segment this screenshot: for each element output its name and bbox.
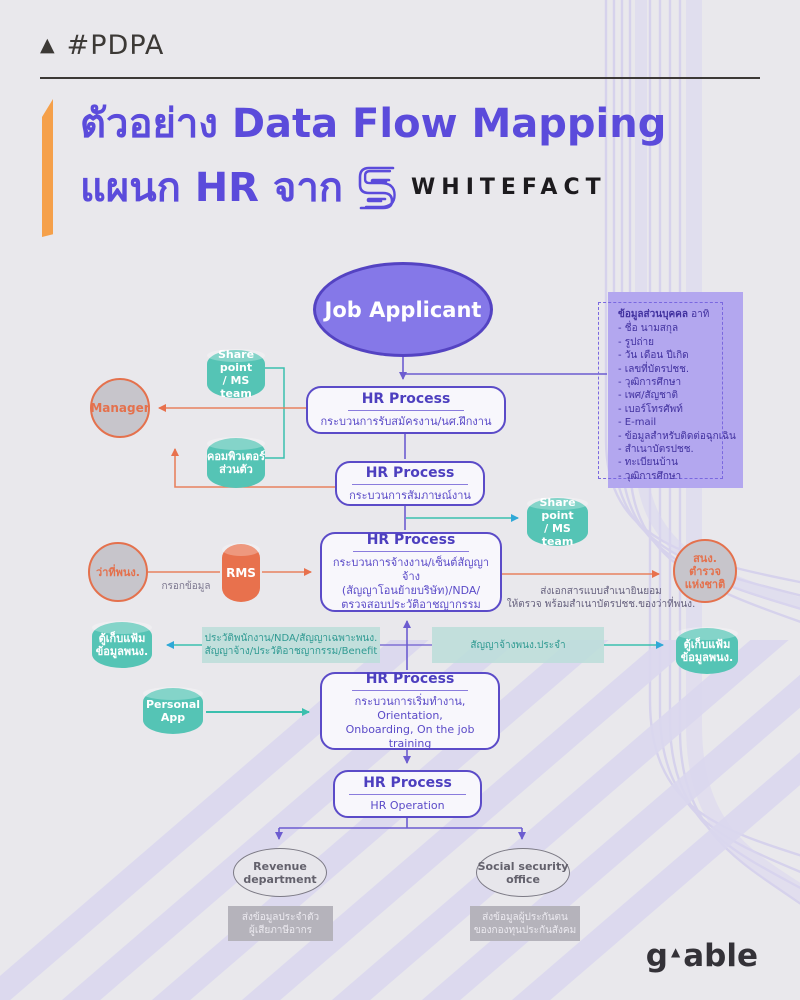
gable-logo-g: g	[645, 938, 668, 974]
label-permanent-contract: สัญญาจ้างพนง.ประจำ	[432, 627, 604, 663]
personal-data-item: - เลขที่บัตรปชช.	[618, 363, 690, 375]
page-title-line2-text: แผนก HR จาก	[80, 165, 344, 211]
label-fill-data: กรอกข้อมูล	[161, 581, 211, 592]
actor-manager: Manager	[90, 378, 150, 438]
node-social-security-office: Social security office	[476, 848, 570, 897]
hr-process-5-desc: HR Operation	[370, 799, 445, 812]
store-sharepoint-1: Share point / MS team	[207, 348, 265, 400]
gable-logo-triangle-icon: ▲	[671, 945, 681, 959]
node-hr-process-5: HR Process HR Operation	[333, 770, 482, 818]
node-job-applicant: Job Applicant	[313, 262, 493, 357]
node-hr-process-3: HR Process กระบวนการจ้างงาน/เซ็นต์สัญญาจ…	[320, 532, 502, 612]
hr-process-4-desc: กระบวนการเริ่มทำงาน, Orientation, Onboar…	[345, 695, 475, 750]
page-title-line2: แผนก HR จาก WHITEFACT	[80, 156, 666, 220]
personal-data-item: - วุฒิการศึกษา	[618, 377, 682, 389]
personal-data-panel	[608, 292, 743, 488]
personal-data-list: ข้อมูลส่วนบุคคล อาทิ - ชื่อ นามสกุล - รู…	[618, 308, 740, 483]
hr-process-4-title: HR Process	[351, 671, 469, 691]
personal-data-item: - ทะเบียนบ้าน	[618, 457, 679, 469]
page-title-line1: ตัวอย่าง Data Flow Mapping	[80, 101, 667, 147]
personal-data-item: - เพศ/สัญชาติ	[618, 390, 679, 402]
node-hr-process-2: HR Process กระบวนการสัมภาษณ์งาน	[335, 461, 485, 506]
header-divider	[40, 77, 760, 79]
personal-data-item: - ข้อมูลสำหรับติดต่อฉุกเฉิน	[618, 430, 736, 442]
hr-process-3-desc: กระบวนการจ้างงาน/เซ็นต์สัญญาจ้าง (สัญญาโ…	[332, 556, 490, 611]
job-applicant-label: Job Applicant	[324, 297, 482, 322]
personal-data-item: - สำเนาบัตรปชช.	[618, 444, 694, 456]
store-sharepoint-2: Share point / MS team	[527, 496, 588, 548]
label-police-documents-note: ส่งเอกสารแบบสำเนายินยอม ให้ตรวจ พร้อมสำเ…	[506, 586, 696, 610]
actor-national-police: สนง. ตำรวจ แห่งชาติ	[673, 539, 737, 603]
node-revenue-department: Revenue department	[233, 848, 327, 897]
node-hr-process-1: HR Process กระบวนการรับสมัครงาน/นศ.ฝึกงา…	[306, 386, 506, 434]
personal-data-item: - รูปถ่าย	[618, 336, 655, 348]
personal-data-title: ข้อมูลส่วนบุคคล อาทิ	[618, 309, 710, 320]
whitefact-logo-icon	[358, 166, 396, 210]
hashtag-label: #PDPA	[66, 30, 165, 61]
hr-process-5-title: HR Process	[349, 775, 466, 795]
gable-logo: g ▲ able	[646, 938, 758, 974]
personal-data-item: - วัน เดือน ปีเกิด	[618, 350, 689, 362]
hr-process-2-title: HR Process	[351, 465, 469, 485]
personal-data-item: - ชื่อ นามสกุล	[618, 323, 679, 335]
hr-process-2-desc: กระบวนการสัมภาษณ์งาน	[349, 488, 471, 502]
whitefact-logo-text: WHITEFACT	[411, 175, 607, 200]
hr-process-1-desc: กระบวนการรับสมัครงาน/นศ.ฝึกงาน	[320, 415, 492, 428]
label-tax-data-note: ส่งข้อมูลประจำตัว ผู้เสียภาษีอากร	[228, 906, 333, 941]
actor-prospective-employee: ว่าที่พนง.	[88, 542, 148, 602]
gable-logo-able: able	[683, 938, 758, 974]
page-title: ตัวอย่าง Data Flow Mapping แผนก HR จาก W…	[80, 92, 666, 220]
store-personal-computer: คอมพิวเตอร์ ส่วนตัว	[207, 437, 265, 488]
personal-data-panel-border	[598, 302, 723, 479]
store-file-cabinet-left: ตู้เก็บแฟ้ม ข้อมูลพนง.	[92, 621, 152, 668]
label-social-security-note: ส่งข้อมูลผู้ประกันตน ของกองทุนประกันสังค…	[470, 906, 580, 941]
brand-arrow-icon: ▲	[40, 34, 55, 56]
store-personal-app: Personal App	[143, 687, 203, 734]
store-rms: RMS	[222, 543, 260, 602]
node-hr-process-4: HR Process กระบวนการเริ่มทำงาน, Orientat…	[320, 671, 500, 750]
personal-data-item: - E-mail	[618, 417, 657, 429]
personal-data-item: - เบอร์โทรศัพท์	[618, 403, 683, 415]
label-employee-documents: ประวัติพนักงาน/NDA/สัญญาเฉพาะพนง. สัญญาจ…	[202, 627, 380, 663]
hr-process-3-title: HR Process	[352, 532, 470, 552]
personal-data-item: - วุฒิการศึกษา	[618, 470, 682, 482]
store-file-cabinet-right: ตู้เก็บแฟ้ม ข้อมูลพนง.	[676, 627, 738, 674]
title-accent-bar	[42, 99, 53, 237]
hr-process-1-title: HR Process	[347, 391, 465, 411]
